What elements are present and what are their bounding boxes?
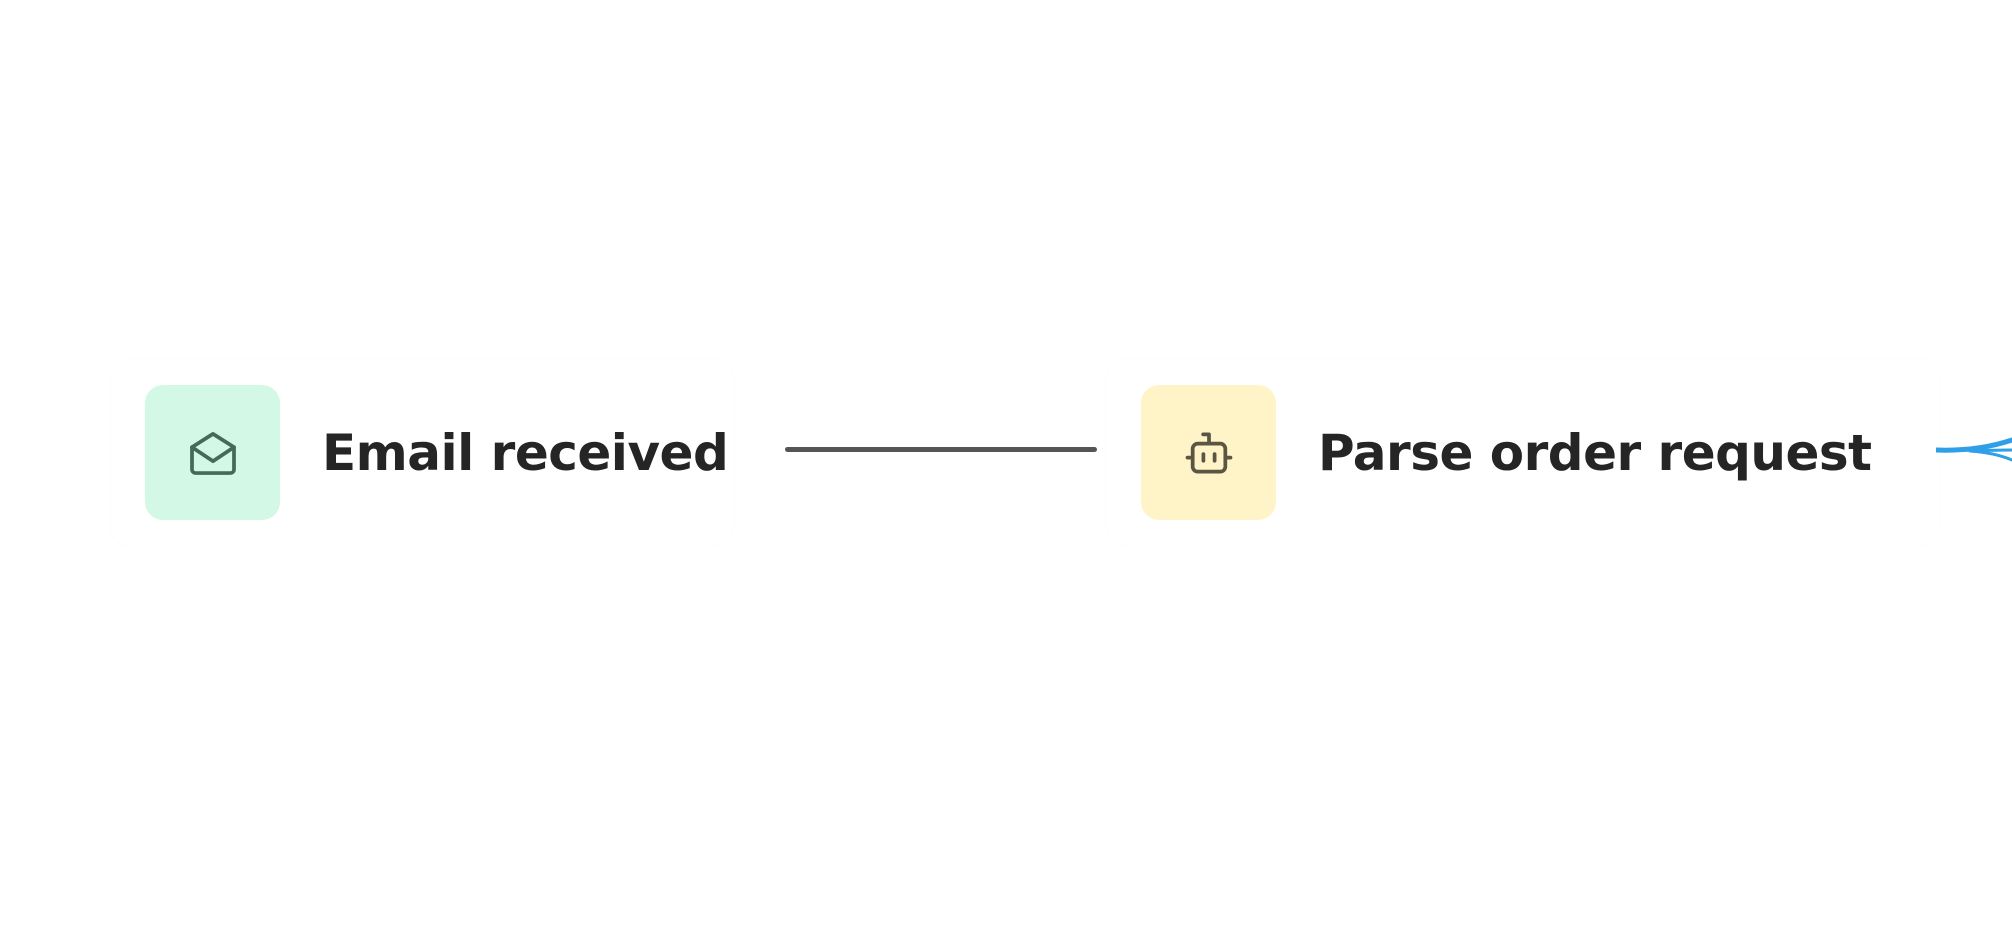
- outgoing-edge: [1936, 437, 2012, 462]
- connector-line: [785, 447, 1097, 452]
- node-label: Parse order request: [1318, 423, 1872, 482]
- mail-open-icon: [189, 431, 236, 475]
- robot-icon: [1185, 431, 1232, 474]
- node-icon-tile: [145, 385, 280, 520]
- node-icon-tile: [1141, 385, 1276, 520]
- node-email-received[interactable]: Email received: [112, 360, 732, 545]
- node-label: Email received: [322, 423, 729, 482]
- node-parse-order-request[interactable]: Parse order request: [1108, 360, 1938, 545]
